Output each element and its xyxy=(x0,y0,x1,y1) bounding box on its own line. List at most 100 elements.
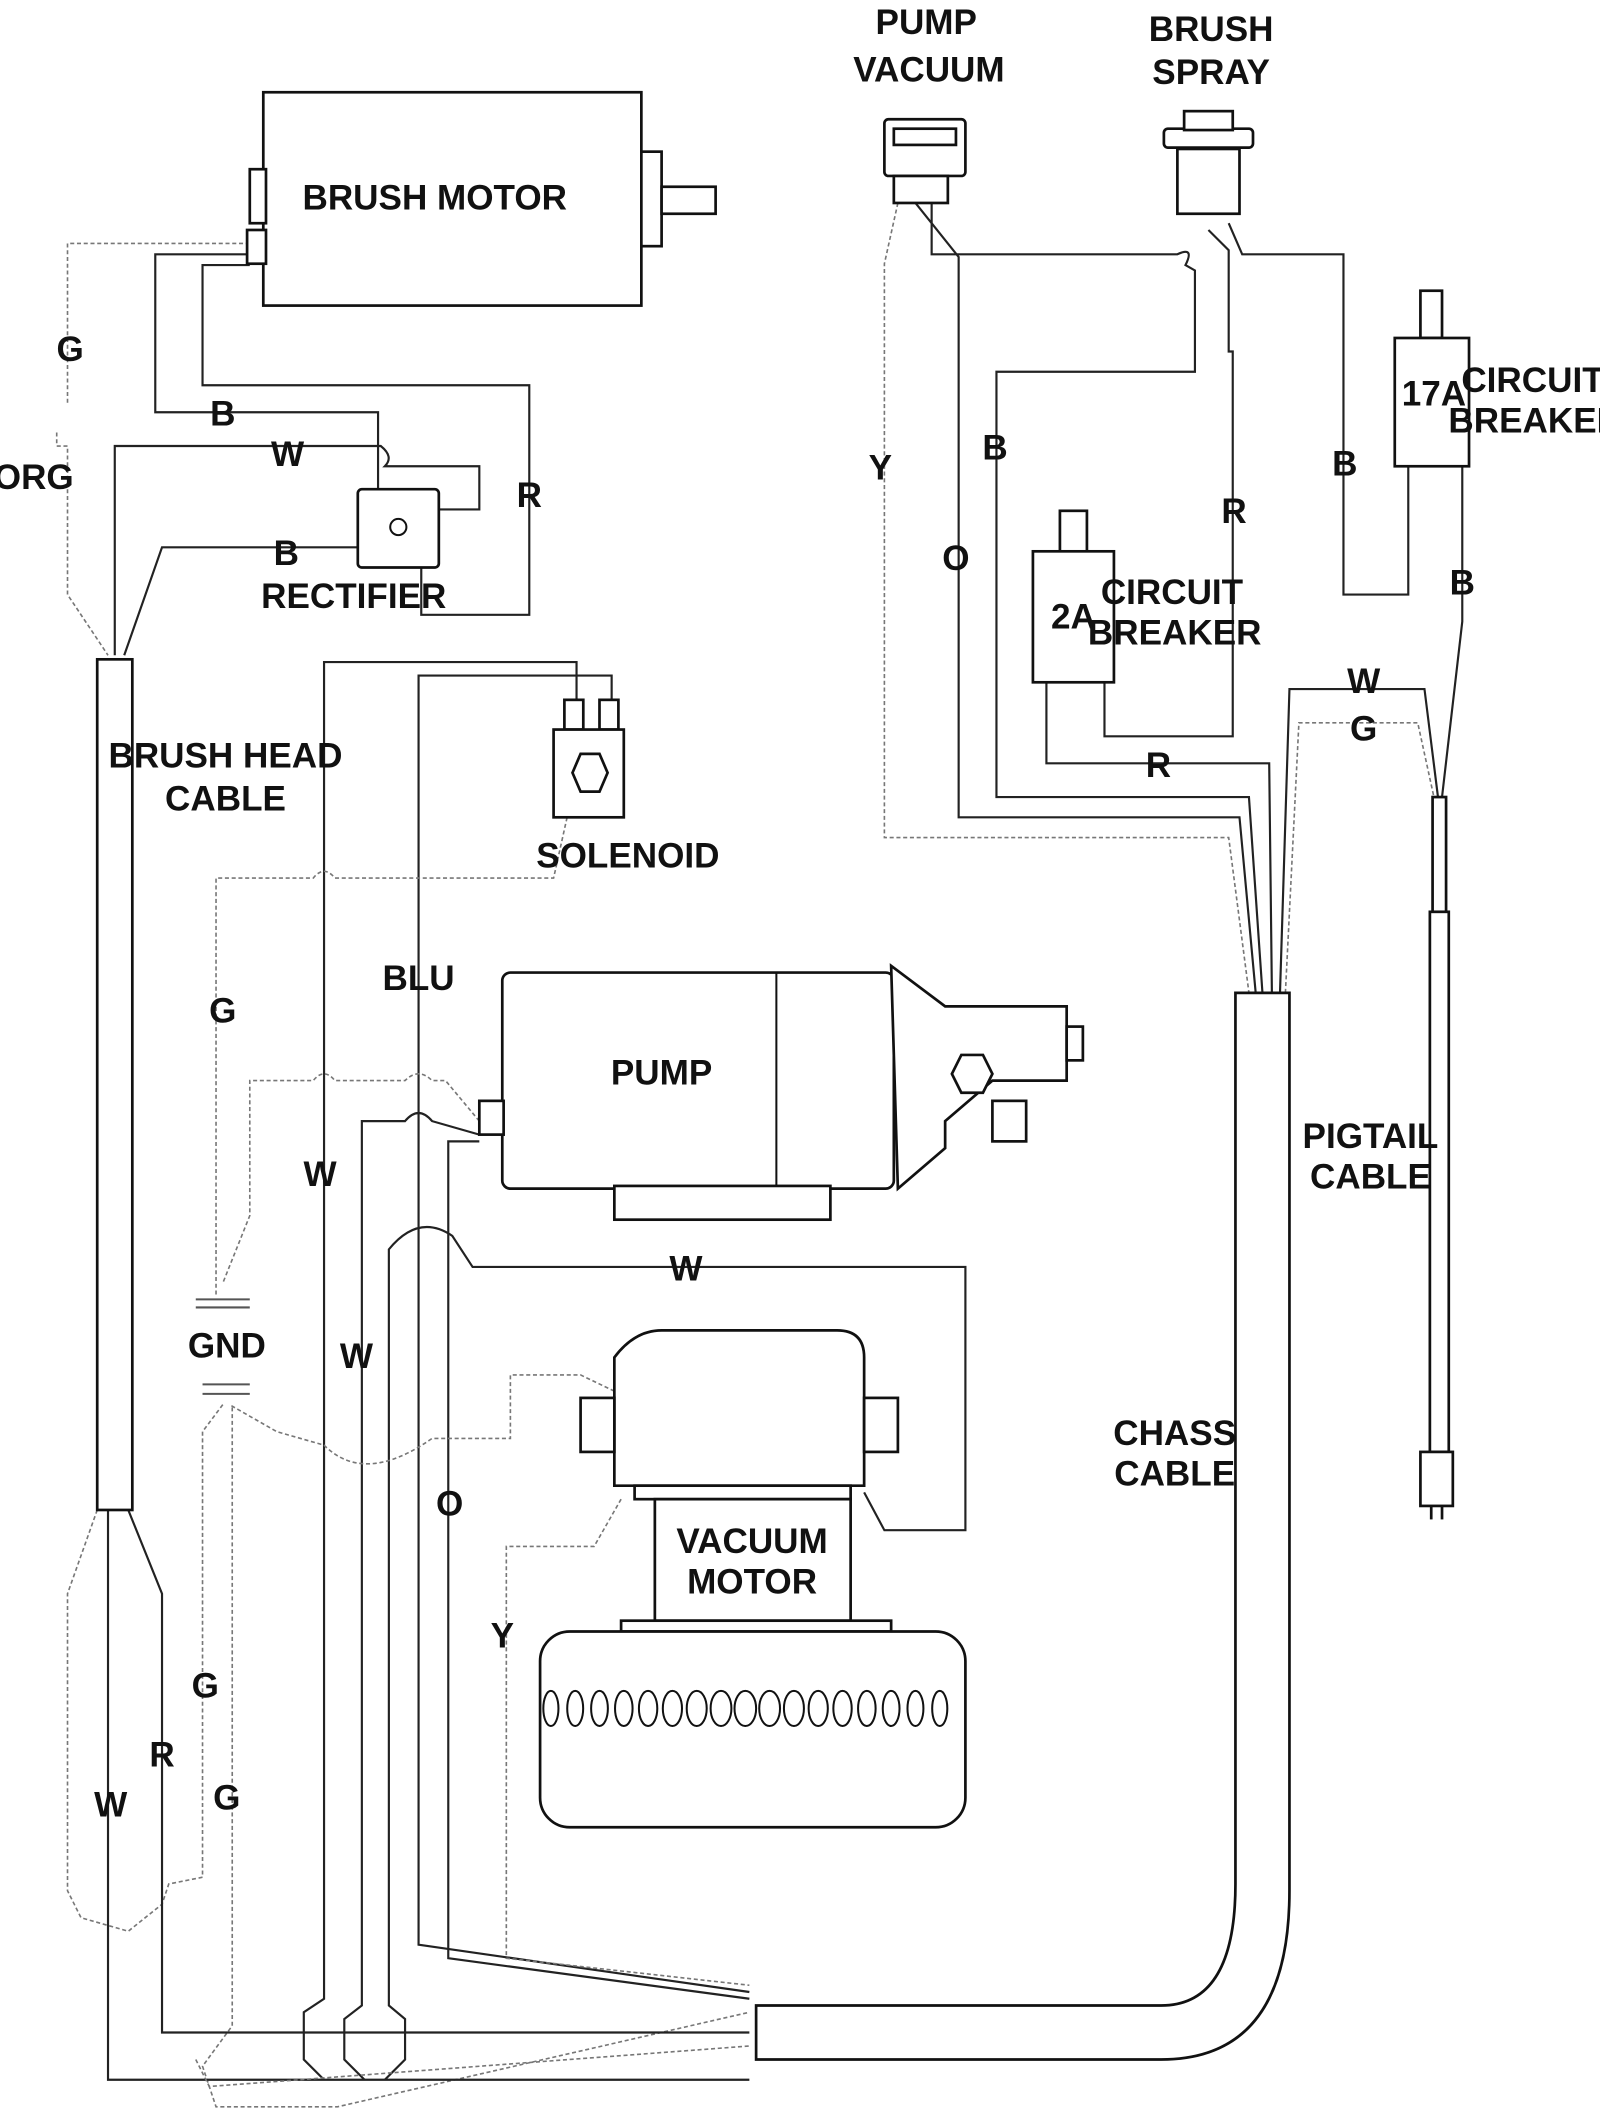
wire-labels: G ORG B W R B Y O B R B B W G R G BLU W … xyxy=(0,330,1475,1825)
ground-junction: GND xyxy=(188,1298,266,1395)
fan-fin xyxy=(685,1689,708,1728)
wire-label-w: W xyxy=(94,1785,128,1824)
wire-w-rectifier xyxy=(113,444,481,656)
fan-fin xyxy=(832,1689,853,1728)
wire-g-lower-1 xyxy=(66,1404,224,1933)
fan-fin xyxy=(661,1689,684,1728)
wire-g-brush-motor xyxy=(55,242,250,656)
chass-cable-label-2: CABLE xyxy=(1114,1455,1235,1494)
wires xyxy=(55,202,1464,2108)
wire-g-pigtail xyxy=(1284,721,1435,993)
vacuum-fan-fins xyxy=(542,1689,949,1728)
fan-fin xyxy=(637,1689,659,1728)
wire-r-motor-rectifier xyxy=(201,263,531,616)
pigtail-cable-label-2: CABLE xyxy=(1310,1158,1431,1197)
wire-y-switch xyxy=(883,202,1250,993)
brush-head-cable-label-1: BRUSH HEAD xyxy=(108,736,342,775)
pump-vacuum-label-2: VACUUM xyxy=(853,50,1004,89)
wire-label-r: R xyxy=(1146,746,1171,785)
vacuum-motor-label-1: VACUUM xyxy=(676,1522,827,1561)
wire-w-vac-top xyxy=(384,1226,967,2081)
wire-label-w: W xyxy=(271,435,305,474)
breaker-17a-rating: 17A xyxy=(1402,374,1466,413)
pigtail-cable-label-1: PIGTAIL xyxy=(1303,1117,1439,1156)
vacuum-motor: VACUUM MOTOR xyxy=(538,1329,967,1829)
brush-head-cable: BRUSH HEAD CABLE xyxy=(95,657,342,1512)
wire-y-vac xyxy=(505,1498,750,1987)
brush-spray-switch[interactable]: BRUSH SPRAY xyxy=(1149,10,1274,216)
fan-fin xyxy=(857,1689,877,1728)
solenoid: SOLENOID xyxy=(536,698,719,875)
wire-label-g: G xyxy=(57,330,84,369)
wire-label-r: R xyxy=(517,476,542,515)
solenoid-label: SOLENOID xyxy=(536,836,719,875)
wire-pump-w xyxy=(343,1111,480,2081)
wire-o-switch xyxy=(914,202,1257,993)
wire-label-g: G xyxy=(192,1667,219,1706)
wire-label-y: Y xyxy=(491,1617,514,1656)
fan-fin xyxy=(733,1689,758,1728)
fan-fin xyxy=(614,1689,634,1728)
wire-label-r: R xyxy=(149,1736,174,1775)
pump: PUMP xyxy=(477,963,1085,1222)
gnd-label: GND xyxy=(188,1326,266,1365)
circuit-breaker-2a[interactable]: 2A CIRCUIT BREAKER xyxy=(1031,509,1262,684)
pump-label: PUMP xyxy=(611,1054,712,1093)
brush-motor: BRUSH MOTOR xyxy=(245,90,717,307)
rectifier: RECTIFIER xyxy=(261,487,446,616)
chass-cable-label-1: CHASS xyxy=(1113,1414,1236,1453)
breaker-17a-label-2: BREAKER xyxy=(1448,402,1600,441)
wire-w-solenoid xyxy=(302,660,578,2081)
brush-spray-label-1: BRUSH xyxy=(1149,10,1274,49)
wire-g-solenoid xyxy=(215,817,568,1297)
wire-label-o: O xyxy=(942,539,969,578)
fan-fin xyxy=(807,1689,829,1728)
pump-vacuum-switch[interactable]: PUMP VACUUM xyxy=(853,3,1005,205)
wire-spray-r xyxy=(1103,229,1234,738)
wire-label-org: ORG xyxy=(0,458,74,497)
wire-label-w: W xyxy=(1347,662,1381,701)
wire-r-2a xyxy=(1045,682,1273,993)
wire-w-pigtail xyxy=(1278,687,1440,993)
wire-g-pump xyxy=(222,1073,480,1284)
wire-label-o: O xyxy=(436,1484,463,1523)
vacuum-motor-label-2: MOTOR xyxy=(687,1563,817,1602)
fan-fin xyxy=(881,1689,901,1728)
wire-label-b: B xyxy=(982,429,1007,468)
fan-fin xyxy=(590,1689,609,1728)
wire-r-lower xyxy=(127,1509,750,2034)
circuit-breaker-17a[interactable]: 17A CIRCUIT BREAKER xyxy=(1393,289,1600,468)
rectifier-label: RECTIFIER xyxy=(261,577,446,616)
wire-label-g: G xyxy=(1350,709,1377,748)
brush-head-cable-label-2: CABLE xyxy=(165,780,286,819)
wire-b-motor-rectifier xyxy=(154,253,380,507)
breaker-2a-rating: 2A xyxy=(1051,597,1096,636)
wire-label-w: W xyxy=(340,1337,374,1376)
breaker-2a-label-2: BREAKER xyxy=(1088,613,1262,652)
wire-label-b: B xyxy=(210,395,235,434)
fan-fin xyxy=(542,1689,560,1728)
wire-label-r: R xyxy=(1221,492,1246,531)
wire-g-bottom xyxy=(195,2045,750,2088)
fan-fin xyxy=(931,1689,949,1728)
wire-label-w: W xyxy=(669,1249,703,1288)
wire-label-b: B xyxy=(1332,445,1357,484)
wire-label-g: G xyxy=(209,992,236,1031)
fan-fin xyxy=(709,1689,733,1728)
fan-fin xyxy=(758,1689,782,1728)
wire-label-g: G xyxy=(213,1779,240,1818)
wire-switch-spray xyxy=(930,202,1264,993)
pigtail-cable: PIGTAIL CABLE xyxy=(1303,795,1455,1520)
wire-label-y: Y xyxy=(869,449,892,488)
wire-label-blu: BLU xyxy=(383,959,455,998)
brush-motor-label: BRUSH MOTOR xyxy=(303,179,568,218)
brush-spray-label-2: SPRAY xyxy=(1152,53,1270,92)
pump-vacuum-label-1: PUMP xyxy=(876,3,977,42)
fan-fin xyxy=(782,1689,805,1728)
fan-fin xyxy=(566,1689,585,1728)
breaker-2a-label-1: CIRCUIT xyxy=(1101,573,1244,612)
wire-o-vac xyxy=(447,1140,750,2000)
wire-spray-b xyxy=(1227,222,1410,596)
wire-label-b: B xyxy=(274,534,299,573)
